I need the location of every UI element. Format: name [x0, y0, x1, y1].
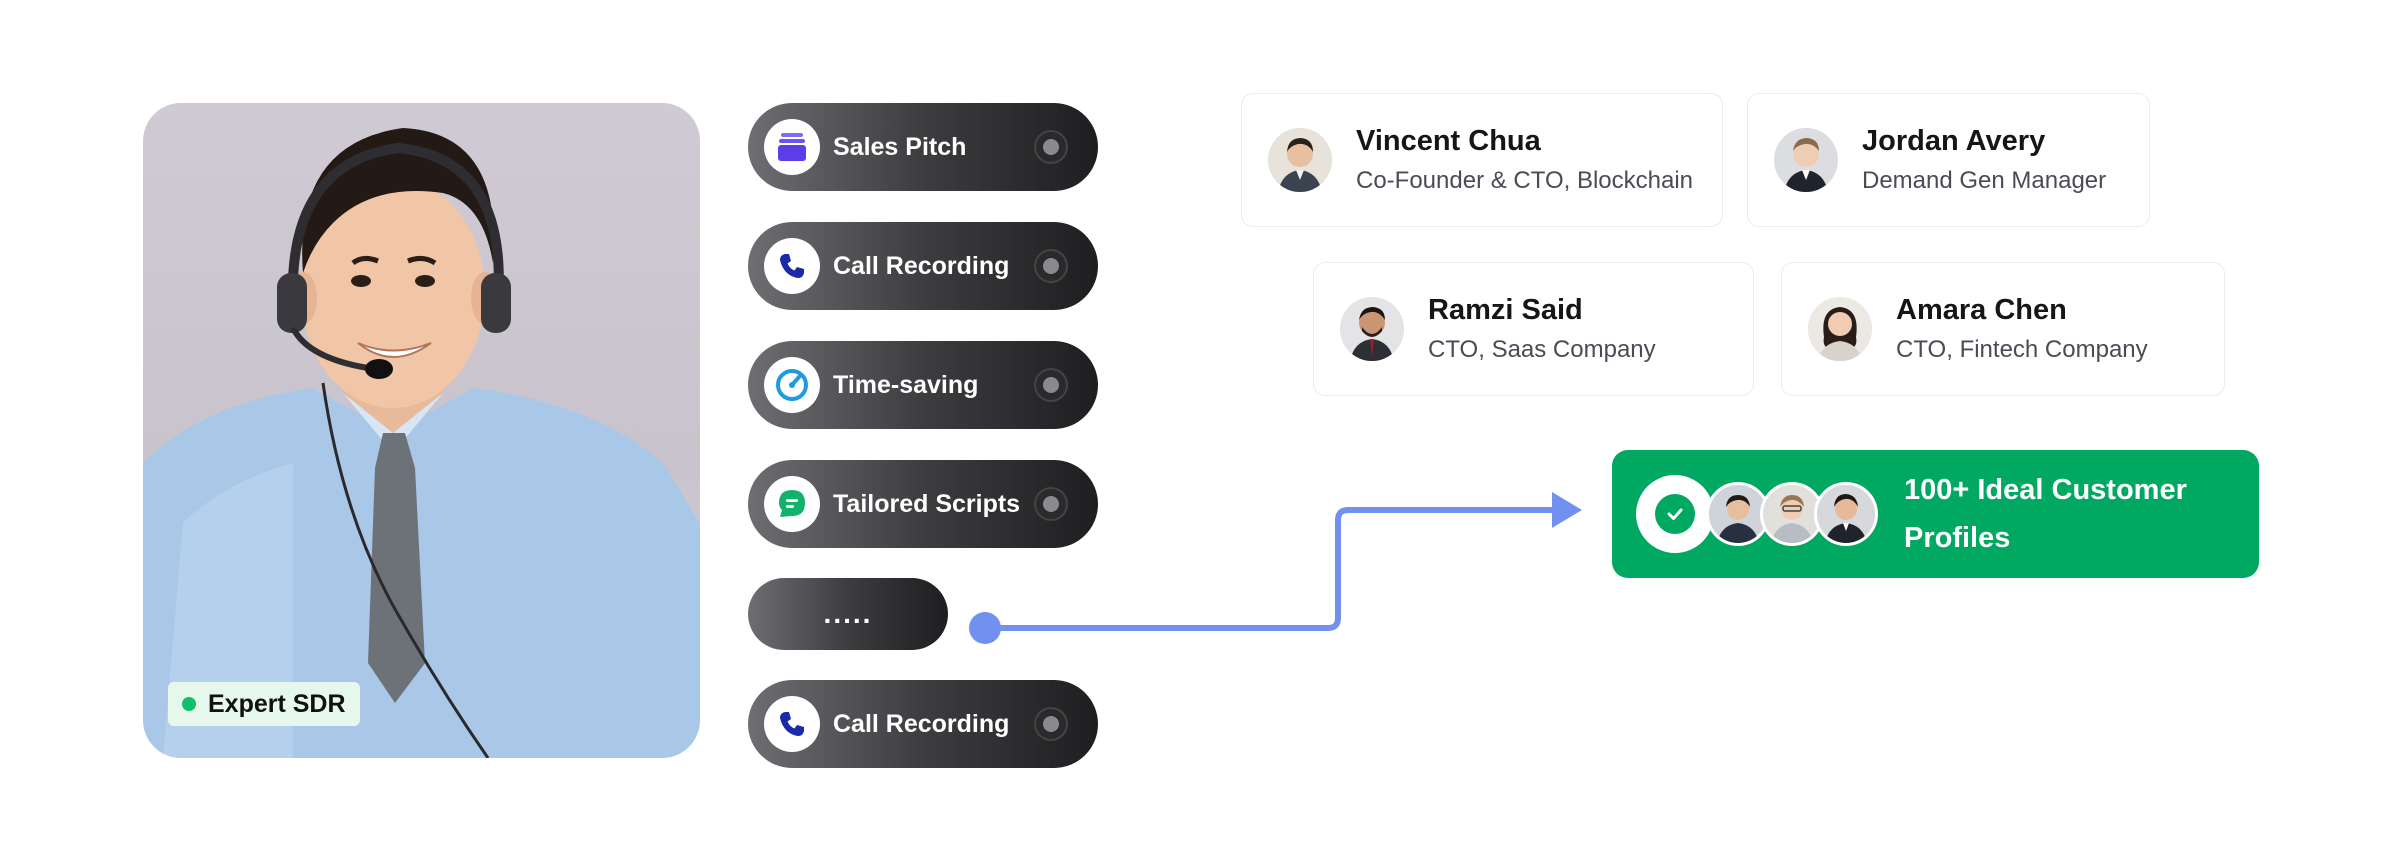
check-circle-icon	[1636, 475, 1714, 553]
sdr-photo	[143, 103, 700, 758]
pill-tailored-scripts[interactable]: Tailored Scripts	[748, 460, 1098, 548]
pill-sales-pitch[interactable]: Sales Pitch	[748, 103, 1098, 191]
profile-role: Demand Gen Manager	[1862, 167, 2107, 194]
pill-call-recording[interactable]: Call Recording	[748, 222, 1098, 310]
profile-card-jordan-avery[interactable]: Jordan Avery Demand Gen Manager	[1747, 93, 2150, 227]
profile-card-vincent-chua[interactable]: Vincent Chua Co-Founder & CTO, Blockchai…	[1241, 93, 1723, 227]
phone-icon	[764, 696, 820, 752]
pill-label: Time-saving	[833, 370, 979, 399]
profile-role: CTO, Saas Company	[1428, 336, 1656, 363]
profile-name: Amara Chen	[1896, 294, 2067, 327]
layers-icon	[764, 119, 820, 175]
profile-name: Vincent Chua	[1356, 125, 1541, 158]
pill-label: Call Recording	[833, 251, 1010, 280]
pill-label: Call Recording	[833, 709, 1010, 738]
profile-name: Ramzi Said	[1428, 294, 1583, 327]
pill-call-recording-2[interactable]: Call Recording	[748, 680, 1098, 768]
profile-role: CTO, Fintech Company	[1896, 336, 2148, 363]
avatar	[1340, 297, 1404, 361]
gauge-icon	[764, 357, 820, 413]
icp-badge[interactable]: 100+ Ideal Customer Profiles	[1612, 450, 2259, 578]
sdr-portrait-illustration	[143, 128, 700, 758]
toggle-knob[interactable]	[1034, 368, 1068, 402]
phone-icon	[764, 238, 820, 294]
profile-role: Co-Founder & CTO, Blockchain	[1356, 167, 1694, 194]
avatar	[1808, 297, 1872, 361]
profile-name: Jordan Avery	[1862, 125, 2046, 158]
avatar	[1814, 482, 1878, 546]
pill-label: Tailored Scripts	[833, 489, 1021, 518]
pill-time-saving[interactable]: Time-saving	[748, 341, 1098, 429]
avatar	[1268, 128, 1332, 192]
expert-sdr-label: Expert SDR	[208, 689, 346, 718]
chat-icon	[764, 476, 820, 532]
toggle-knob[interactable]	[1034, 707, 1068, 741]
icp-avatar-stack	[1706, 482, 1878, 546]
pill-more-label: .....	[823, 598, 873, 629]
icp-label: 100+ Ideal Customer Profiles	[1904, 474, 2187, 554]
pill-more[interactable]: .....	[748, 578, 948, 650]
avatar	[1774, 128, 1838, 192]
toggle-knob[interactable]	[1034, 249, 1068, 283]
profile-card-amara-chen[interactable]: Amara Chen CTO, Fintech Company	[1781, 262, 2225, 396]
expert-sdr-badge: Expert SDR	[168, 682, 360, 726]
avatar	[1760, 482, 1824, 546]
pill-label: Sales Pitch	[833, 132, 967, 161]
status-dot	[182, 697, 196, 711]
toggle-knob[interactable]	[1034, 487, 1068, 521]
toggle-knob[interactable]	[1034, 130, 1068, 164]
profile-card-ramzi-said[interactable]: Ramzi Said CTO, Saas Company	[1313, 262, 1754, 396]
